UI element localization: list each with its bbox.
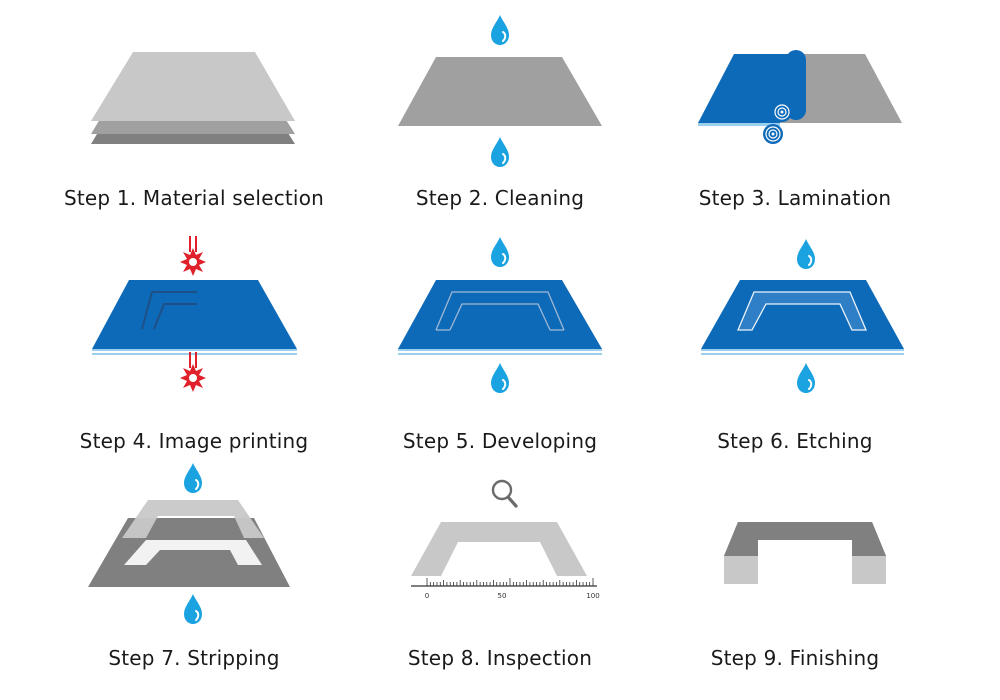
water-drop-icon bbox=[183, 462, 203, 494]
step-label: Step 6. Etching bbox=[717, 429, 873, 453]
step7-stripping bbox=[88, 462, 290, 625]
water-drop-icon bbox=[796, 362, 816, 394]
step9-finishing bbox=[724, 522, 886, 584]
step4-image-printing bbox=[92, 236, 297, 392]
ruler-tick-label: 100 bbox=[586, 592, 599, 600]
roller-icon bbox=[763, 124, 783, 144]
step5-developing bbox=[398, 236, 602, 394]
ruler-tick-label: 0 bbox=[425, 592, 429, 600]
step-label: Step 7. Stripping bbox=[108, 646, 280, 670]
step-label: Step 4. Image printing bbox=[79, 429, 309, 453]
ruler-icon: 0 50 100 bbox=[411, 578, 600, 600]
water-drop-icon bbox=[796, 238, 816, 270]
step-label: Step 9. Finishing bbox=[710, 646, 880, 670]
laser-icon bbox=[180, 236, 206, 276]
water-drop-icon bbox=[490, 236, 510, 268]
step-label: Step 3. Lamination bbox=[698, 186, 892, 210]
water-drop-icon bbox=[490, 362, 510, 394]
ruler-tick-label: 50 bbox=[498, 592, 507, 600]
water-drop-icon bbox=[490, 136, 510, 168]
water-drop-icon bbox=[490, 14, 510, 46]
step1-material-stack bbox=[91, 52, 295, 144]
magnifier-icon bbox=[491, 479, 518, 508]
ruler-ticks bbox=[426, 578, 594, 586]
step-label: Step 5. Developing bbox=[402, 429, 598, 453]
step-label: Step 8. Inspection bbox=[407, 646, 593, 670]
step3-lamination bbox=[698, 50, 902, 144]
roller-icon bbox=[772, 102, 792, 122]
step6-etching bbox=[701, 238, 904, 394]
laser-icon bbox=[180, 352, 206, 392]
step-label: Step 1. Material selection bbox=[63, 186, 325, 210]
roller-icon bbox=[786, 50, 806, 120]
water-drop-icon bbox=[183, 593, 203, 625]
step2-cleaning bbox=[398, 14, 602, 168]
step-label: Step 2. Cleaning bbox=[415, 186, 585, 210]
step2-metal-sheet bbox=[398, 57, 602, 126]
step8-inspection: 0 50 100 bbox=[411, 479, 600, 600]
